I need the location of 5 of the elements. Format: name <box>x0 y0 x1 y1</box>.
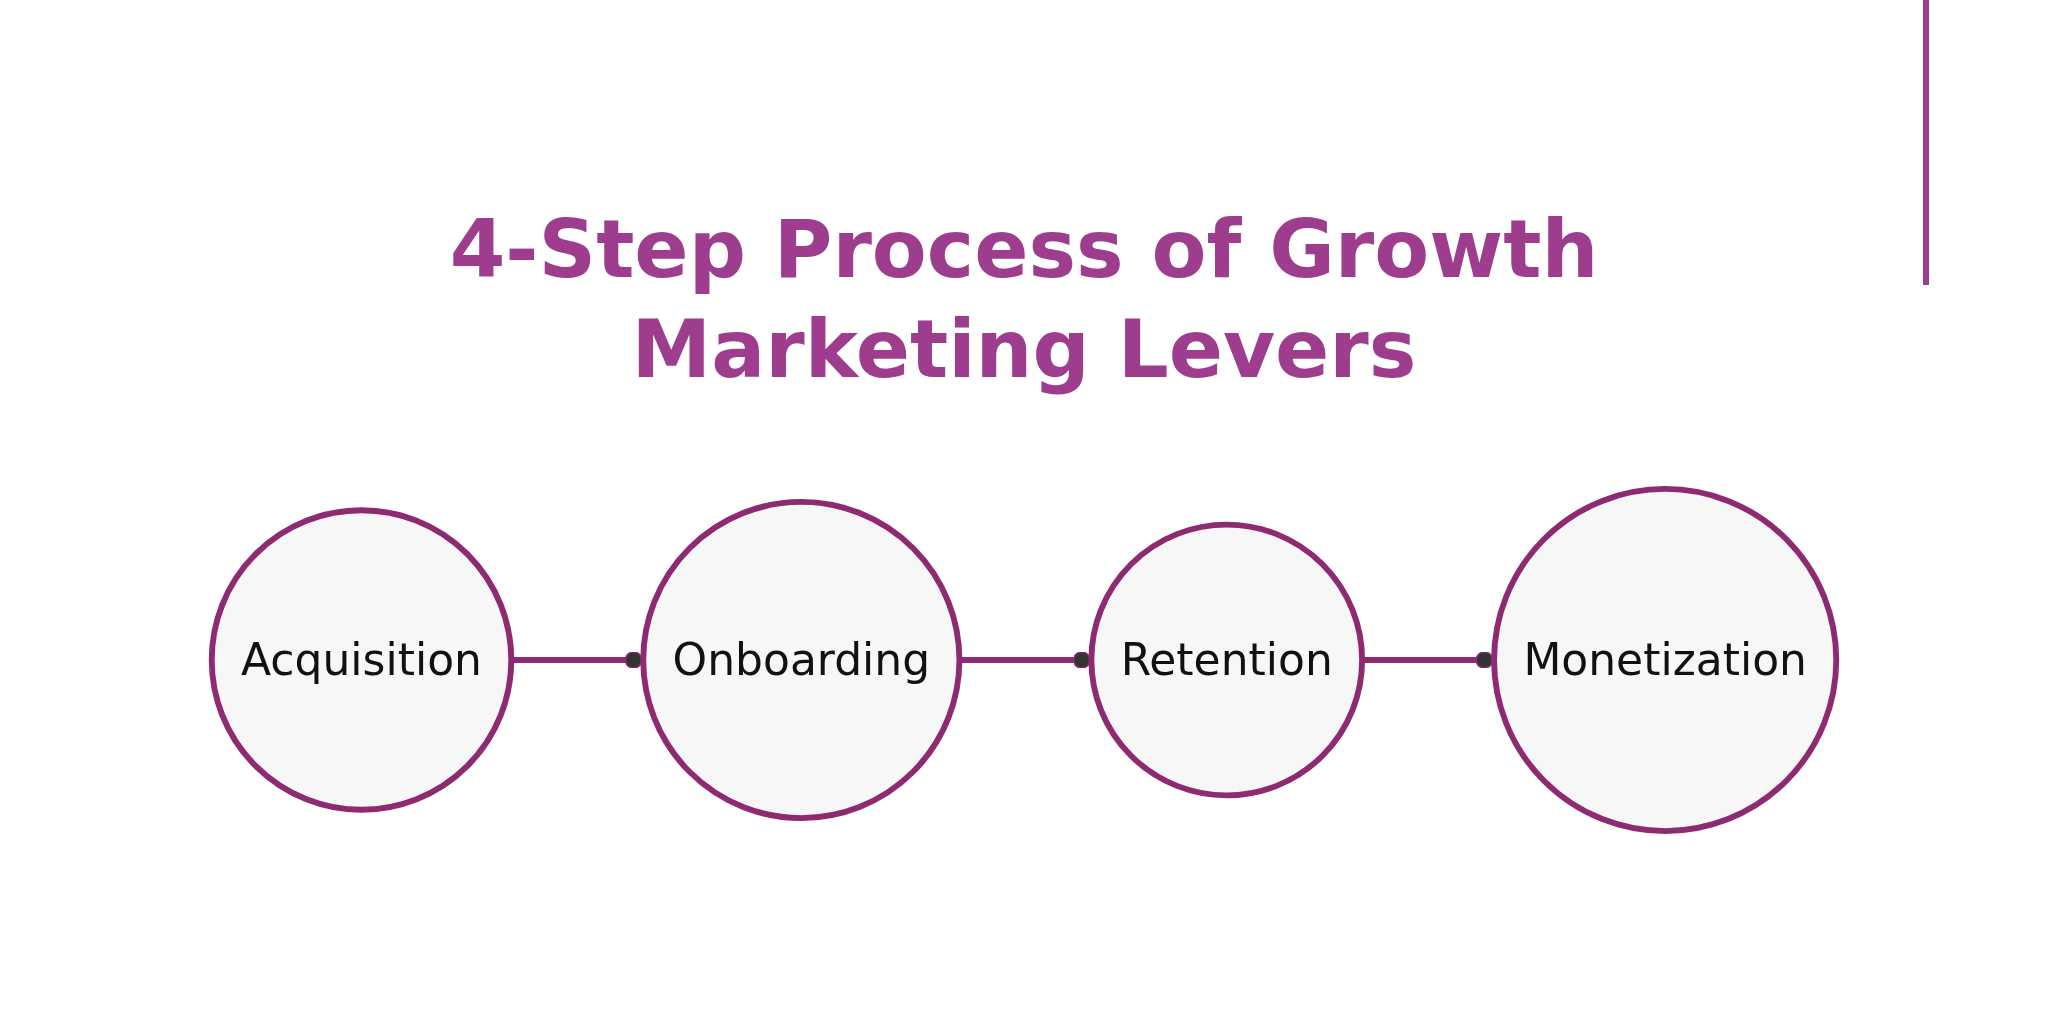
node-circle: Retention <box>1088 521 1366 799</box>
node-circle: Acquisition <box>208 507 515 813</box>
node-circle: Monetization <box>1491 485 1840 835</box>
diagram-title: 4-Step Process of Growth Marketing Levers <box>448 202 1600 398</box>
node-circle: Onboarding <box>640 499 963 821</box>
